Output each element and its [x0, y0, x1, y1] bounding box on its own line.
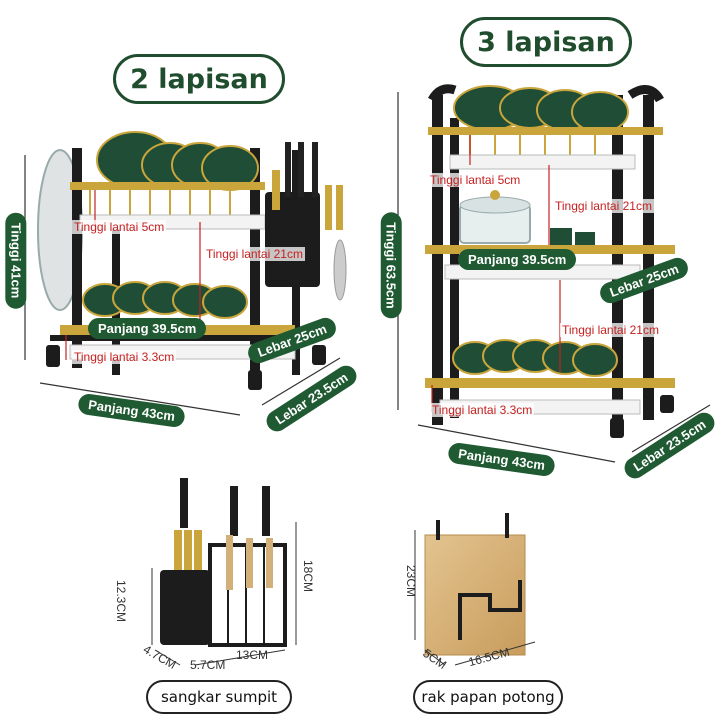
chopstick-cage-label: sangkar sumpit: [146, 680, 292, 714]
two-tier-upper-gap: Tinggi lantai 5cm: [72, 220, 167, 234]
cage-cup-height-dim: 12.3CM: [114, 580, 128, 623]
two-tier-middle-gap: Tinggi lantai 21cm: [204, 247, 305, 261]
two-tier-tray-length: Panjang 39.5cm: [88, 318, 207, 339]
three-tier-upper-gap: Tinggi lantai 5cm: [428, 173, 523, 187]
cage-cup-width-dim: 5.7CM: [190, 658, 226, 672]
three-tier-tray-length: Panjang 39.5cm: [458, 249, 577, 270]
board-rack-label: rak papan potong: [413, 680, 563, 714]
two-tier-bottom-gap: Tinggi lantai 3.3cm: [72, 350, 177, 364]
three-tier-title: 3 lapisan: [460, 17, 632, 67]
three-tier-middle-gap-bottom: Tinggi lantai 21cm: [560, 323, 661, 337]
two-tier-title: 2 lapisan: [113, 54, 285, 104]
three-tier-bottom-gap: Tinggi lantai 3.3cm: [430, 403, 535, 417]
cage-width-dim: 13CM: [236, 648, 269, 662]
two-tier-height-label: Tinggi 41cm: [5, 212, 27, 309]
board-rack-image: [414, 513, 536, 666]
cage-total-height-dim: 18CM: [301, 560, 315, 593]
chopstick-cage-image: [151, 478, 297, 666]
board-height-dim: 23CM: [404, 565, 418, 598]
two-tier-rack-image: [24, 131, 347, 416]
three-tier-height-label: Tinggi 63.5cm: [380, 212, 402, 319]
three-tier-middle-gap-top: Tinggi lantai 21cm: [553, 199, 654, 213]
